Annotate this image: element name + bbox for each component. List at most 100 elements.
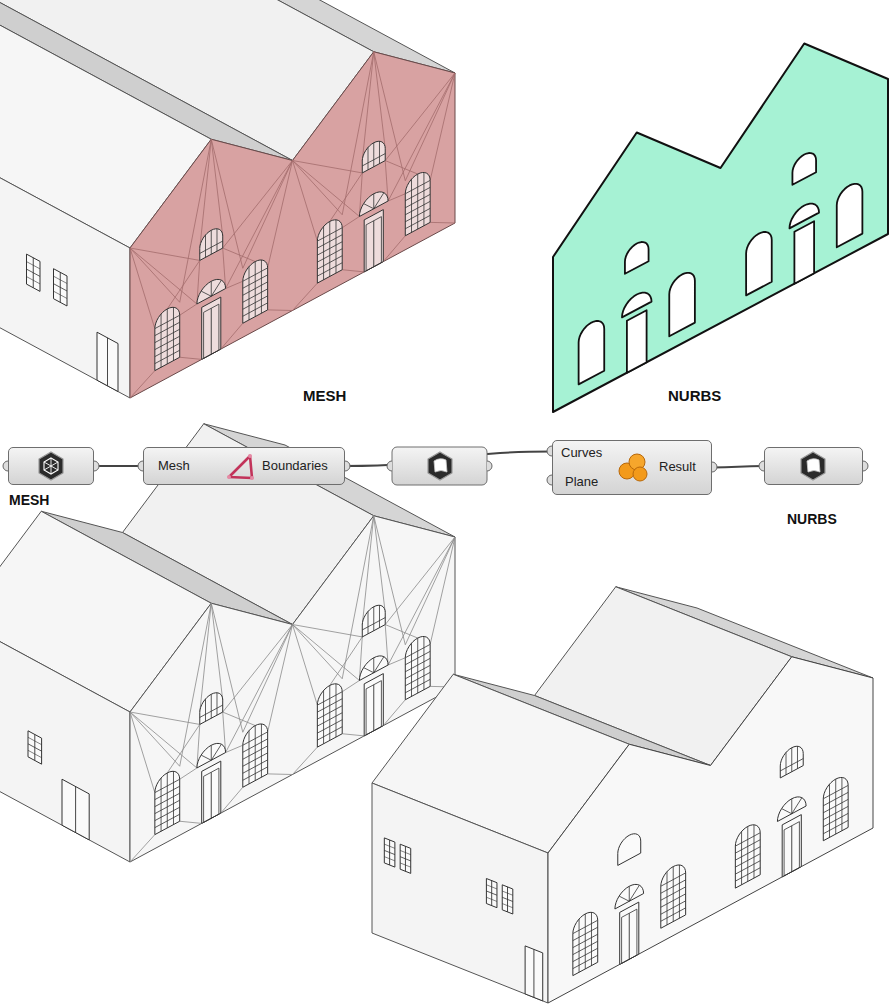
mesh-edge [293,625,360,681]
window-transom [155,814,180,827]
window-transom [155,329,180,342]
window-mullion [373,658,374,673]
side-window [384,838,395,867]
param-label: NURBS [787,511,837,527]
window-transom [200,241,223,253]
door [364,674,383,736]
window-mullion [201,291,211,296]
window-transom [405,194,430,207]
arched-window [823,778,848,841]
mesh-edge [405,537,455,645]
mesh-edge [293,161,343,215]
mesh-glyph [44,458,58,474]
door [202,761,221,823]
window-mullion [792,798,802,814]
mesh-edge [130,248,197,304]
nurbs-param-icon [801,452,825,480]
mesh-edge [130,248,200,260]
window-transom [486,897,497,901]
arched-window [837,184,863,247]
window-transom [405,644,430,657]
window-transom [735,868,760,881]
hexagon-icon [428,452,452,480]
port-label: Plane [565,474,598,489]
window-mullion [261,260,262,313]
mesh-edge [293,161,318,242]
window-transom [405,679,430,692]
mesh-edge [293,161,360,217]
mesh-edge [293,625,363,637]
surface-glyph [434,459,447,472]
mesh-param: MESH [8,447,94,485]
window-transom [400,857,411,861]
window-mullion [161,778,162,831]
window-transom [405,201,430,214]
arched-window [405,637,430,700]
window-mullion [211,280,221,296]
window-transom [317,692,342,705]
window-mullion [753,825,754,878]
fan-window [789,204,819,229]
window-mullion [173,771,174,824]
window-mullion [205,235,206,257]
window-transom [362,154,385,166]
window-transom [317,727,342,740]
side-window [54,269,68,306]
arched-window [362,605,385,637]
window-transom [155,793,180,806]
window-mullion [797,746,798,768]
arched-window [362,141,385,173]
component-grips [3,446,868,485]
curve-param-icon [428,452,452,480]
fan-window [359,192,388,217]
mesh-edge [293,625,318,706]
door-leaf-line [211,308,212,354]
fan-window [777,797,806,822]
hexagon-icon [39,452,63,480]
mesh-edge [374,516,385,613]
door [202,297,221,359]
window-mullion [205,699,206,721]
window-transom [317,228,342,241]
arched-window [243,260,268,323]
window-transom [200,705,223,717]
window-transom [661,894,686,907]
mesh-edge [388,658,405,665]
window-transom [502,891,513,895]
window-transom [405,180,430,193]
wire-connector [94,465,143,467]
window-mullion [211,694,212,718]
window-mullion [741,832,742,885]
door-frame [366,217,381,271]
window-transom [27,269,41,276]
window-transom [243,275,268,288]
window-transom [823,799,848,812]
window-mullion [368,147,369,169]
window-mullion [411,643,412,696]
output-grip [345,461,350,471]
input-grip [138,461,143,471]
side-door [525,946,543,1001]
mesh-edge [330,173,363,222]
port-label: Boundaries [262,458,328,473]
door-leaf-line [211,772,212,818]
hexagon-icon [801,452,825,480]
window-mullion [629,886,630,901]
window-transom [243,760,268,773]
window-transom [573,941,598,954]
mesh-edge [342,680,359,691]
window-mullion [107,338,108,386]
input-grip [759,461,764,471]
side-window [27,254,41,291]
mesh-param-icon [39,452,63,480]
side-wall [0,620,130,862]
mesh-edge [430,537,455,644]
door [620,902,639,964]
window-transom [243,746,268,759]
window-mullion [374,193,384,209]
mesh-edge [342,270,364,272]
window-mullion [364,204,374,209]
mesh-edge [342,216,359,227]
arched-window [155,771,180,834]
output-grip [94,461,99,471]
